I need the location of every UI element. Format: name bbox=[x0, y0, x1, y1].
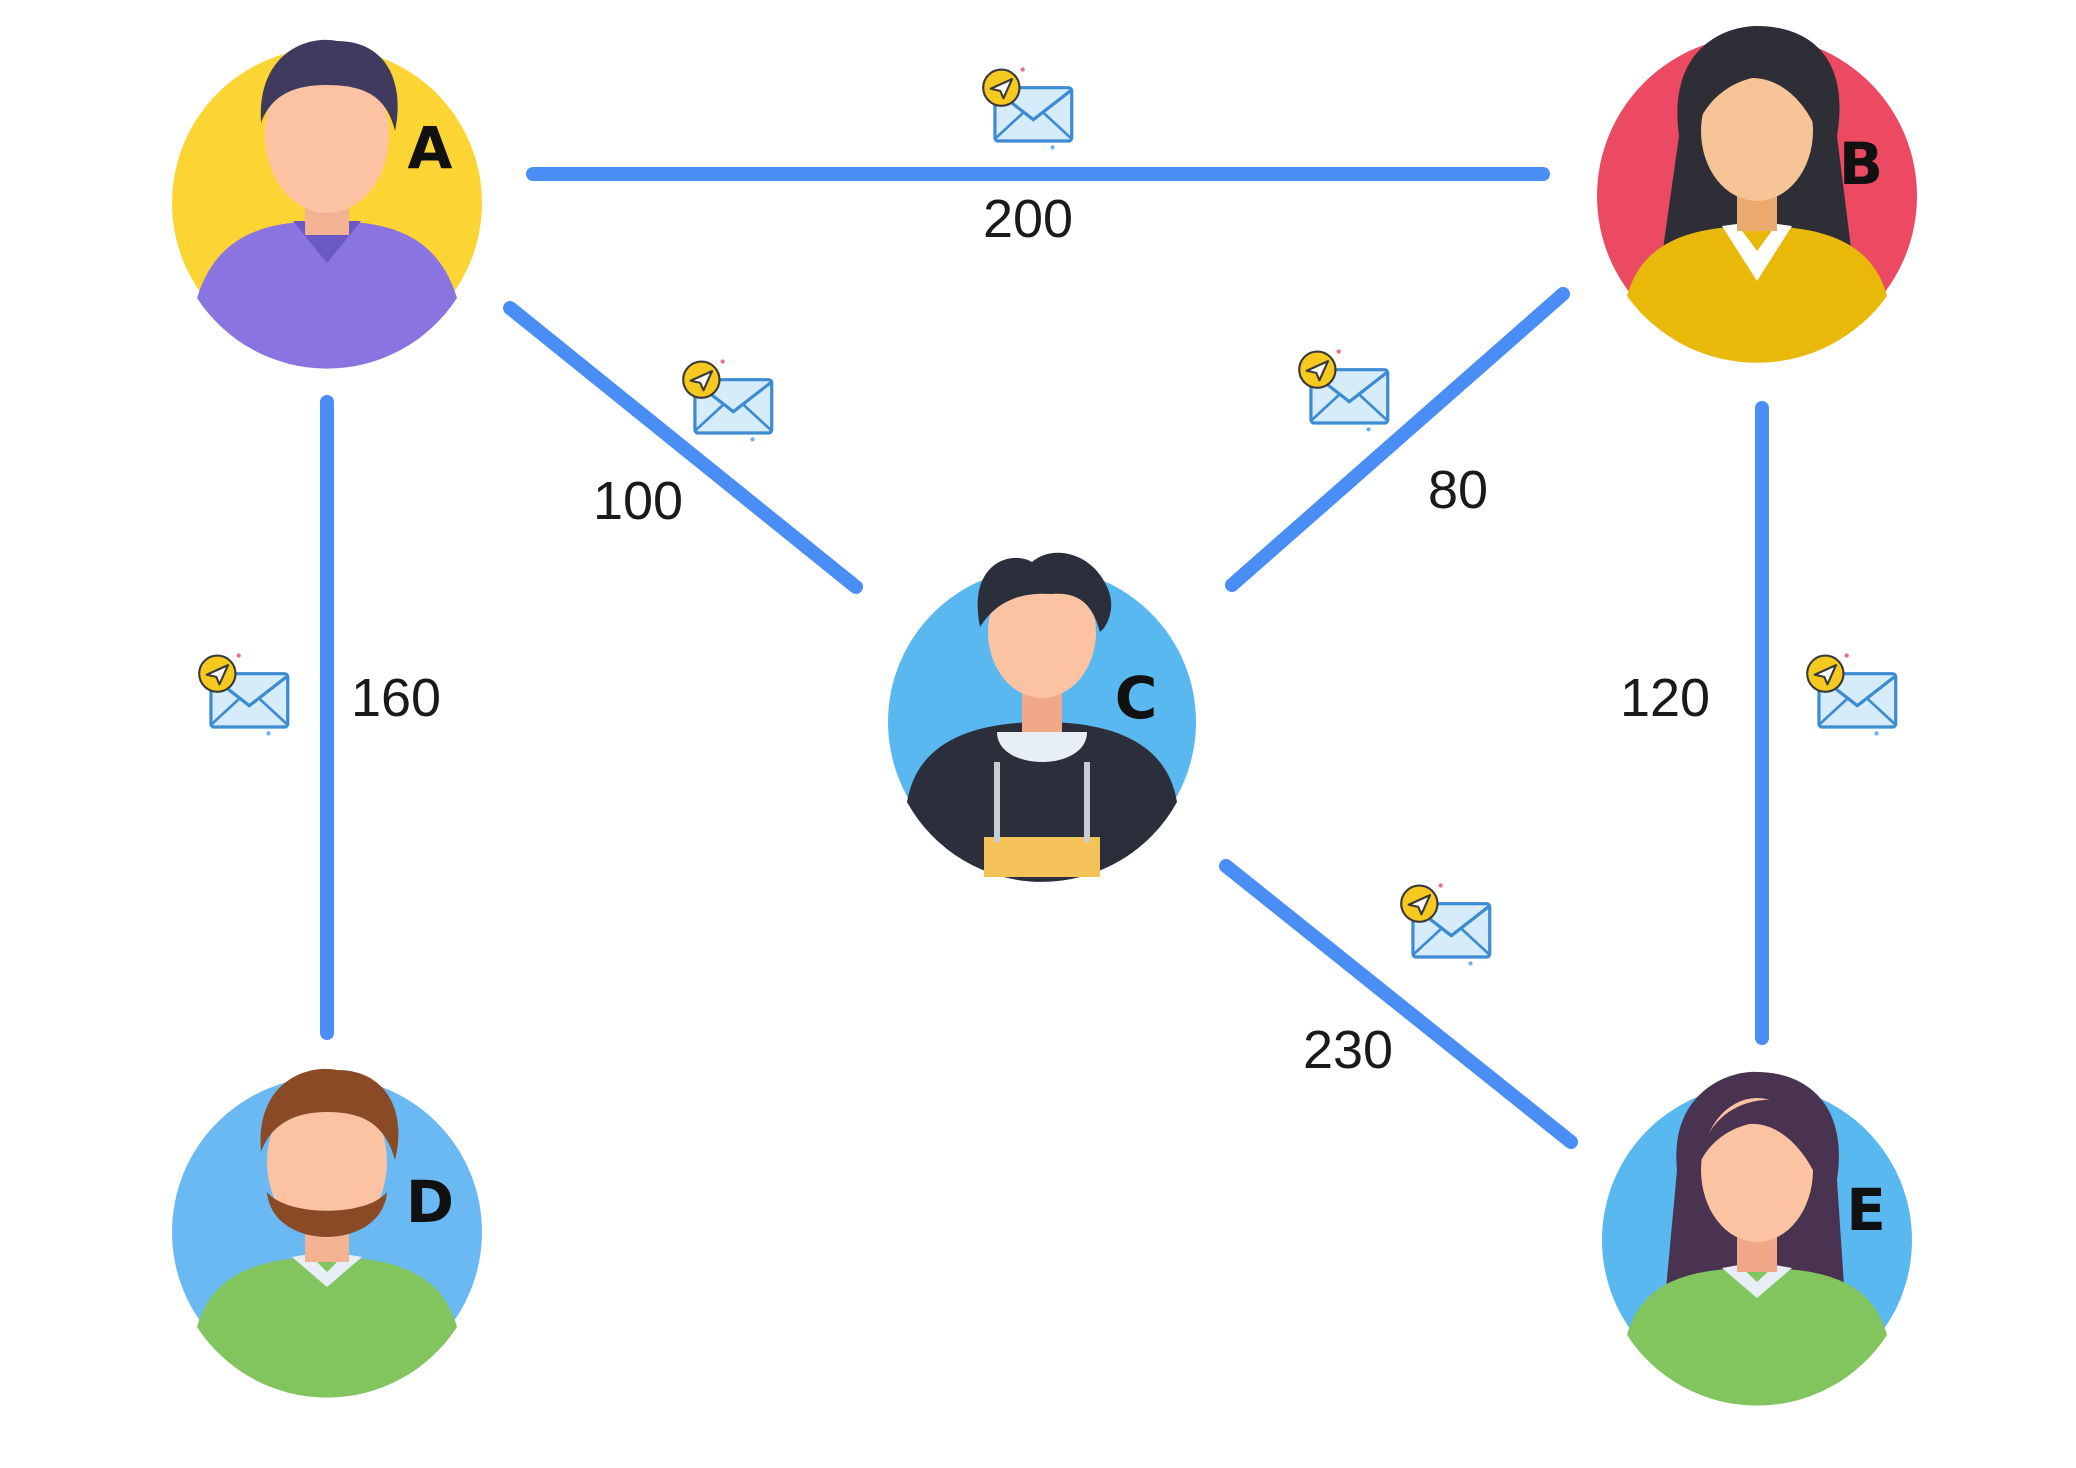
mail-send-icon bbox=[1297, 348, 1390, 434]
node-d: D bbox=[172, 1068, 482, 1398]
edge-c-e bbox=[1219, 859, 1578, 1149]
node-c-label: C bbox=[1115, 664, 1158, 732]
mail-send-icon bbox=[1399, 882, 1492, 968]
edge-weight-a-b: 200 bbox=[983, 189, 1073, 249]
node-b-label: B bbox=[1839, 130, 1883, 198]
man-purple-shirt-avatar bbox=[197, 39, 457, 369]
node-e: E bbox=[1602, 1071, 1912, 1406]
mail-send-icon bbox=[681, 358, 774, 444]
edge-weight-b-c: 80 bbox=[1428, 460, 1488, 520]
edge-weight-a-d: 160 bbox=[351, 668, 441, 728]
bearded-man-avatar bbox=[197, 1068, 457, 1398]
node-a: A bbox=[172, 39, 482, 369]
node-e-label: E bbox=[1846, 1176, 1886, 1244]
node-d-label: D bbox=[406, 1168, 454, 1236]
woman-green-sweater-avatar bbox=[1627, 1071, 1887, 1406]
mail-send-icon bbox=[1805, 652, 1898, 738]
mail-send-icon bbox=[197, 652, 290, 738]
node-a-label: A bbox=[408, 114, 453, 182]
node-b: B bbox=[1597, 26, 1917, 363]
node-c: C bbox=[888, 552, 1196, 882]
edges-layer bbox=[320, 167, 1769, 1149]
edge-weight-a-c: 100 bbox=[593, 471, 683, 531]
young-man-hoodie-avatar bbox=[907, 552, 1177, 882]
edge-weight-c-e: 230 bbox=[1303, 1020, 1393, 1080]
mail-send-icon bbox=[981, 66, 1074, 152]
edge-a-c bbox=[503, 301, 863, 594]
edge-weight-b-e: 120 bbox=[1620, 668, 1710, 728]
edge-weights-layer: 200 100 80 160 120 230 bbox=[351, 189, 1710, 1080]
edge-b-c bbox=[1225, 287, 1570, 592]
woman-long-hair-avatar bbox=[1627, 26, 1887, 363]
